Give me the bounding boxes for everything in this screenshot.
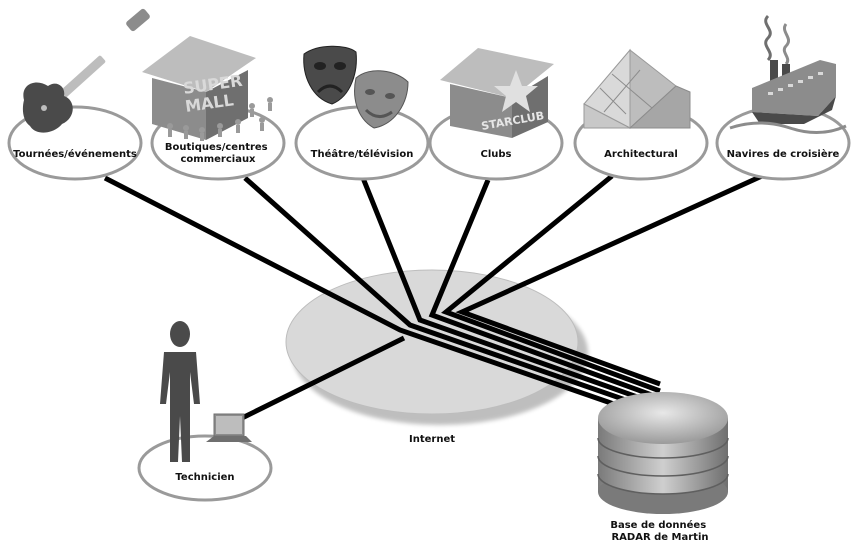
technician-label: Technicien: [175, 472, 234, 483]
label-malls: Boutiques/centres commerciaux: [165, 142, 271, 165]
label-theatre: Théâtre/télévision: [311, 148, 414, 160]
laptop-icon: [206, 413, 252, 442]
node-technician: Technicien: [137, 321, 273, 502]
line-malls: [243, 176, 661, 415]
cruise-ship-icon: [729, 14, 847, 134]
line-theatre: [360, 177, 661, 408]
label-tours: Tournées/événements: [13, 148, 137, 160]
club-icon: STARCLUB: [440, 48, 554, 138]
connection-lines: [103, 173, 764, 423]
theatre-masks-icon: [303, 45, 409, 129]
database-label: Base de données RADAR de Martin: [610, 519, 709, 543]
mall-icon: SUPER MALL: [142, 36, 273, 141]
node-tours: Tournées/événements: [7, 8, 150, 181]
line-cruise: [455, 173, 764, 387]
node-theatre: Théâtre/télévision: [294, 45, 430, 181]
person-icon: [160, 321, 200, 462]
line-clubs: [428, 179, 661, 401]
database-icon: [597, 392, 729, 514]
node-malls: SUPER MALL Boutiques/centres commerciaux: [142, 36, 286, 181]
line-technician: [236, 335, 406, 423]
internet-label: Internet: [409, 434, 455, 445]
line-architectural: [441, 174, 661, 394]
guitar-icon: [22, 8, 150, 133]
building-icon: [583, 48, 691, 130]
label-architectural: Architectural: [604, 149, 678, 160]
node-architectural: Architectural: [573, 48, 709, 181]
label-cruise: Navires de croisière: [727, 148, 840, 160]
line-tours: [103, 175, 661, 423]
node-clubs: STARCLUB Clubs: [428, 48, 564, 181]
node-cruise: Navires de croisière: [715, 14, 851, 181]
label-clubs: Clubs: [481, 149, 512, 160]
database-node: Base de données RADAR de Martin: [597, 392, 729, 543]
